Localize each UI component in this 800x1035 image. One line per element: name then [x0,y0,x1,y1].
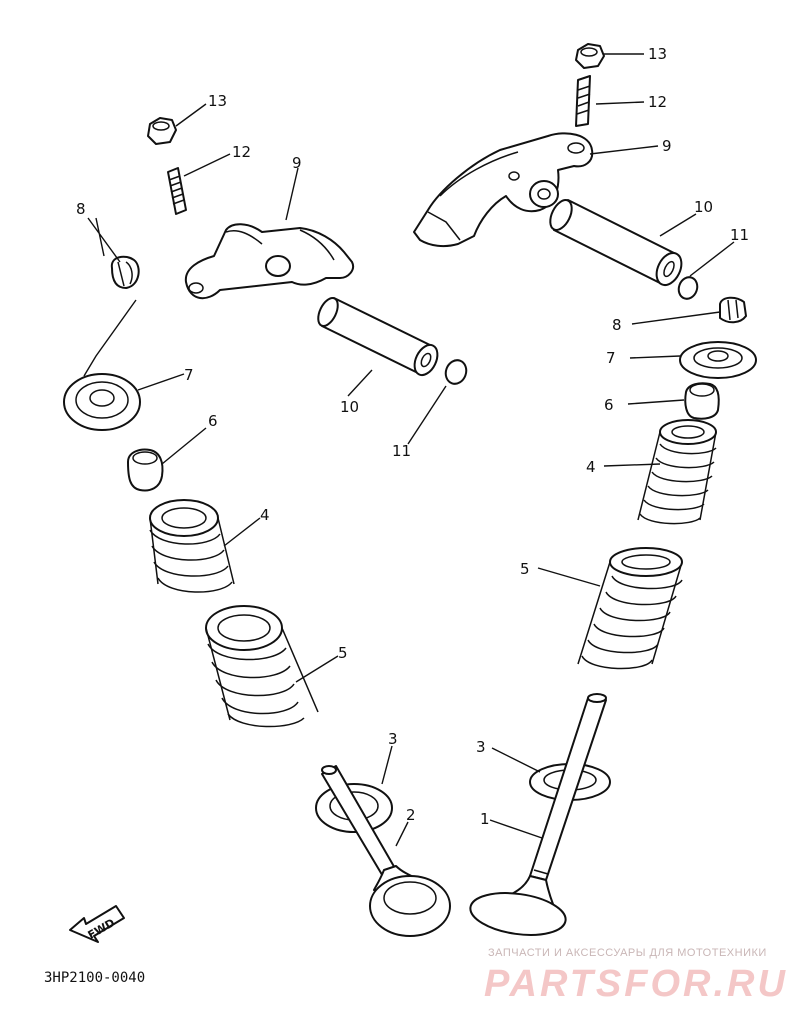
callout-11-right: 11 [730,226,749,244]
callout-7-left: 7 [184,366,194,384]
rocker-arm-right [413,132,594,248]
callout-labels: 13 12 9 8 7 10 11 6 4 5 3 2 13 12 9 10 1… [76,45,749,828]
callout-12-right: 12 [648,93,667,111]
fwd-arrow-icon: FWD [69,905,125,943]
inner-valve-spring-right [637,419,717,525]
rocker-shaft-right [549,199,683,287]
spring-retainer-right [679,341,757,379]
outer-valve-spring-right [577,547,683,670]
callout-10-left: 10 [340,398,359,416]
callout-3-left: 3 [388,730,398,748]
outer-valve-spring-left [205,605,319,728]
diagram-reference-code: 3HP2100-0040 [44,970,145,986]
watermark: ЗАПЧАСТИ И АКСЕССУАРЫ ДЛЯ МОТОТЕХНИКИ PA… [484,947,788,1005]
callout-13-left: 13 [208,92,227,110]
callout-8-left: 8 [76,200,86,218]
leader-lines [83,53,735,847]
valve-collets-right [719,296,747,324]
inner-valve-spring-left [149,499,235,593]
callout-7-right: 7 [606,349,616,367]
callout-1-right: 1 [480,810,490,828]
watermark-brand: PARTSFOR.RU [484,963,788,1005]
o-ring-right [677,276,699,300]
callout-12-left: 12 [232,143,251,161]
callout-4-right: 4 [586,458,596,476]
callout-5-left: 5 [338,644,348,662]
callout-3-right: 3 [476,738,486,756]
callout-5-right: 5 [520,560,530,578]
adjusting-screw-left [167,167,187,215]
valve-collets-left [110,255,140,289]
exhaust-valve-right [469,693,607,936]
adjusting-screw-right [575,75,591,127]
rocker-shaft-left [317,297,439,377]
nut-right [575,43,605,69]
callout-6-left: 6 [208,412,218,430]
valve-stem-seal-right [684,382,720,420]
watermark-tagline: ЗАПЧАСТИ И АКСЕССУАРЫ ДЛЯ МОТОТЕХНИКИ [488,947,767,959]
callout-9-left: 9 [292,154,302,172]
callout-10-right: 10 [694,198,713,216]
intake-valve-left [321,765,451,937]
callout-6-right: 6 [604,396,614,414]
callout-2-left: 2 [406,806,416,824]
callout-4-left: 4 [260,506,270,524]
nut-left [147,117,177,145]
rocker-arm-left [184,223,354,300]
callout-9-right: 9 [662,137,672,155]
o-ring-left [444,359,468,385]
spring-retainer-left [63,373,141,431]
callout-8-right: 8 [612,316,622,334]
valve-stem-seal-left [127,448,164,492]
callout-13-right: 13 [648,45,667,63]
callout-11-left: 11 [392,442,411,460]
